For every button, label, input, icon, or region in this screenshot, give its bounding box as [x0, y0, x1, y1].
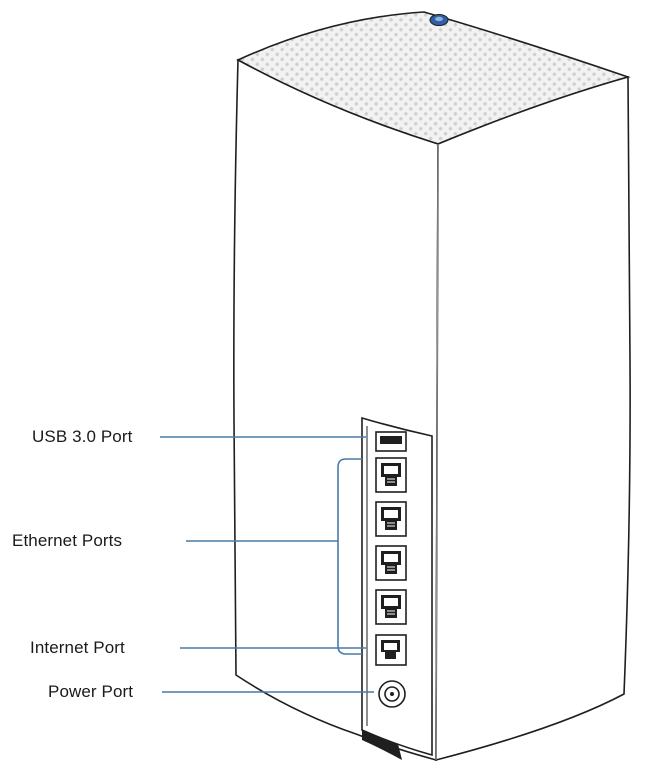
internet-port — [375, 634, 407, 666]
router-right-face — [435, 75, 631, 762]
power-port-label: Power Port — [48, 682, 134, 701]
ethernet-ports-label: Ethernet Ports — [12, 531, 123, 550]
ethernet-port — [375, 545, 407, 581]
ethernet-port — [375, 589, 407, 625]
usb-port-label: USB 3.0 Port — [32, 427, 133, 446]
ethernet-callout-bracket — [337, 458, 362, 655]
ethernet-ports — [375, 457, 407, 625]
ethernet-port — [375, 457, 407, 493]
internet-port-label: Internet Port — [30, 638, 125, 657]
usb-port — [375, 431, 407, 452]
ethernet-port — [375, 501, 407, 537]
power-port — [378, 680, 406, 708]
